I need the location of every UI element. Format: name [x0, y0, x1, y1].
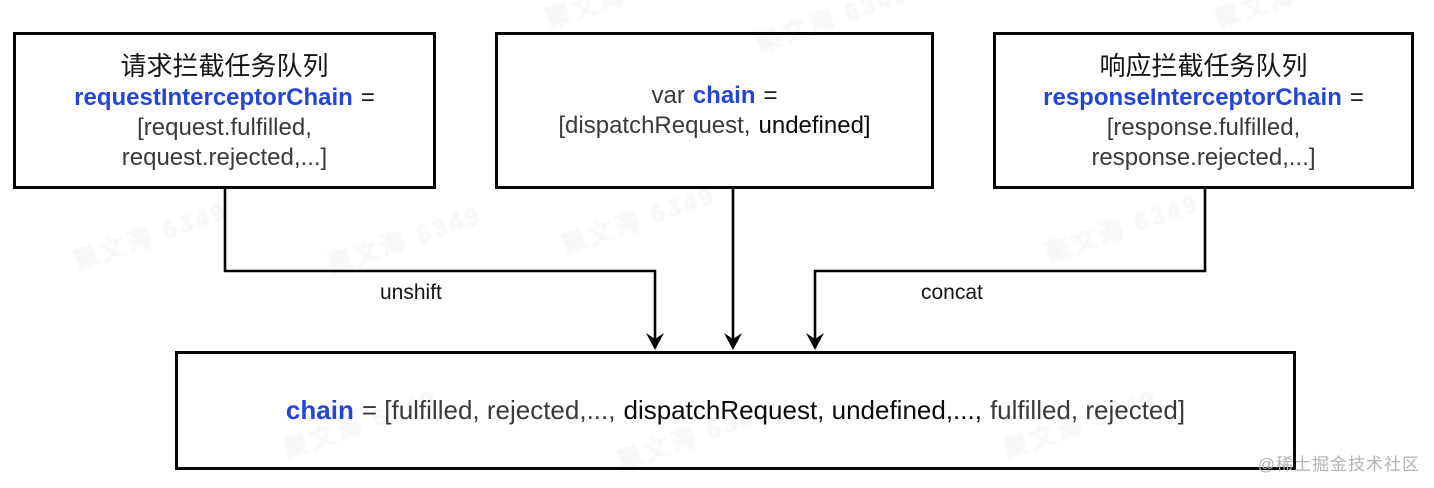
- equals-sign: =: [763, 81, 778, 109]
- result-dispatch-segment: dispatchRequest, undefined,...,: [623, 395, 982, 425]
- request-box-declaration: requestInterceptorChain =: [16, 83, 433, 113]
- unshift-arrowhead-icon: [646, 333, 664, 350]
- undefined-segment: undefined]: [758, 111, 871, 139]
- merged-chain-box: chain = [fulfilled, rejected,..., dispat…: [175, 351, 1296, 470]
- chain-arrowhead-icon: [724, 333, 742, 350]
- request-box-title: 请求拦截任务队列: [120, 51, 329, 81]
- response-chain-variable: responseInterceptorChain: [1043, 84, 1342, 111]
- equals-sign: =: [1349, 84, 1364, 111]
- response-box-title: 响应拦截任务队列: [1099, 51, 1308, 81]
- juejin-site-watermark: @稀土掘金技术社区: [1257, 455, 1420, 474]
- response-array-line-2: response.rejected,...]: [1091, 144, 1316, 171]
- response-box-declaration: responseInterceptorChain =: [996, 83, 1411, 113]
- result-tail-segment: fulfilled, rejected]: [989, 395, 1186, 425]
- diagonal-watermark: 聚文海 6349: [1041, 189, 1204, 269]
- diagonal-watermark: 聚文海 6349: [540, 0, 704, 36]
- dispatch-request-segment: [dispatchRequest,: [558, 111, 751, 139]
- request-chain-variable: requestInterceptorChain: [74, 84, 353, 111]
- chain-variable: chain: [692, 81, 756, 109]
- var-keyword: var: [651, 81, 685, 109]
- response-array-line-1: [response.fulfilled,: [1106, 114, 1301, 141]
- concat-arrow-line: [813, 188, 1207, 340]
- diagonal-watermark: 聚文海 6349: [1210, 0, 1374, 36]
- equals-sign: =: [360, 84, 375, 111]
- result-head-segment: = [fulfilled, rejected,...,: [361, 395, 616, 425]
- concat-label: concat: [921, 281, 983, 304]
- chain-init-array: [dispatchRequest,undefined]: [498, 111, 931, 141]
- response-interceptor-box: 响应拦截任务队列 responseInterceptorChain = [resp…: [993, 32, 1414, 189]
- unshift-label: unshift: [380, 281, 442, 304]
- request-interceptor-box: 请求拦截任务队列 requestInterceptorChain = [reque…: [13, 32, 436, 189]
- diagonal-watermark: 聚文海 6349: [323, 201, 486, 281]
- request-array-line-1: [request.fulfilled,: [137, 114, 312, 141]
- result-chain-variable: chain: [285, 395, 354, 425]
- concat-arrowhead-icon: [806, 333, 824, 350]
- diagonal-watermark: 聚文海 6349: [69, 197, 232, 277]
- request-array-line-2: request.rejected,...]: [121, 144, 328, 171]
- unshift-arrow-line: [223, 188, 657, 340]
